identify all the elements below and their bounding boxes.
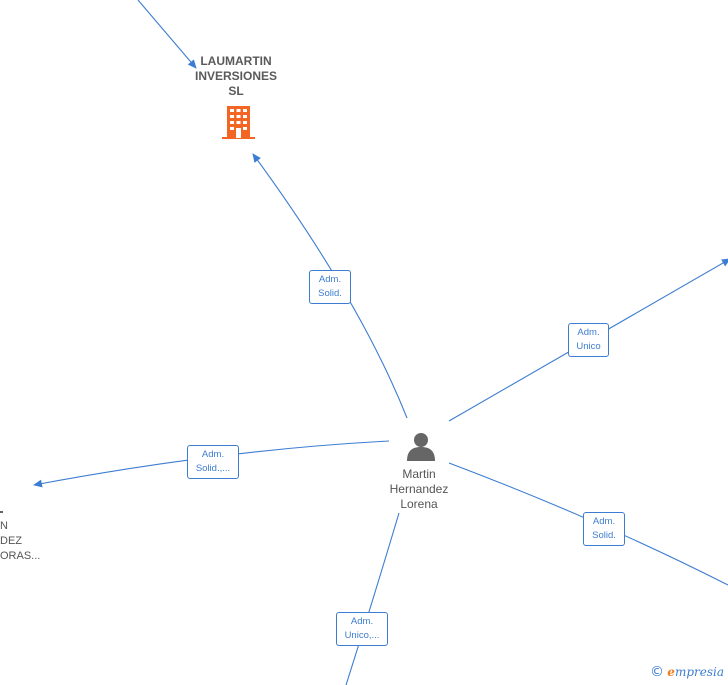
company-name-line-1: LAUMARTIN	[200, 54, 272, 68]
edge-label-company[interactable]: Adm. Solid.	[309, 270, 351, 304]
edge-label-lower-right-line-1: Adm.	[592, 516, 616, 527]
partial-node-line-3: ORAS...	[0, 550, 41, 562]
partial-node-icon	[0, 511, 3, 513]
edge-label-upper-right[interactable]: Adm. Unico	[568, 323, 609, 357]
edge-label-company-line-1: Adm.	[318, 274, 342, 285]
partial-node-line-2: DEZ	[0, 535, 22, 547]
edge-label-left-line-1: Adm.	[201, 449, 225, 460]
edge-label-company-line-2: Solid.	[318, 288, 342, 299]
edge-label-upper-right-line-1: Adm.	[577, 327, 600, 338]
edge-bottom-line[interactable]	[345, 512, 400, 685]
person-icon[interactable]	[407, 433, 435, 461]
edge-label-bottom[interactable]: Adm. Unico,...	[336, 612, 388, 646]
partial-node-line-1: N	[0, 520, 8, 532]
person-name-line-3: Lorena	[400, 497, 438, 511]
company-name-line-2: INVERSIONES	[194, 69, 278, 83]
person-name[interactable]: Martin Hernandez Lorena	[369, 467, 469, 512]
edge-incoming-company[interactable]	[137, 0, 197, 69]
edge-label-upper-right-line-2: Unico	[576, 341, 601, 352]
brand-watermark: © empresia	[650, 664, 724, 680]
person-name-line-1: Martin	[402, 467, 436, 481]
edge-label-lower-right-line-2: Solid.	[592, 530, 616, 541]
edge-label-bottom-line-1: Adm.	[350, 616, 374, 627]
edge-label-left-line-2: Solid.,...	[195, 463, 231, 474]
edge-label-left[interactable]: Adm. Solid.,...	[187, 445, 239, 479]
edge-label-lower-right[interactable]: Adm. Solid.	[583, 512, 625, 546]
person-name-line-2: Hernandez	[389, 482, 449, 496]
copyright-icon: ©	[649, 664, 664, 680]
building-icon[interactable]	[222, 106, 255, 139]
brand-logo: empresia	[667, 665, 724, 679]
edge-label-bottom-line-2: Unico,...	[344, 630, 380, 641]
company-name-line-3: SL	[228, 84, 244, 98]
company-name[interactable]: LAUMARTIN INVERSIONES SL	[176, 54, 296, 99]
